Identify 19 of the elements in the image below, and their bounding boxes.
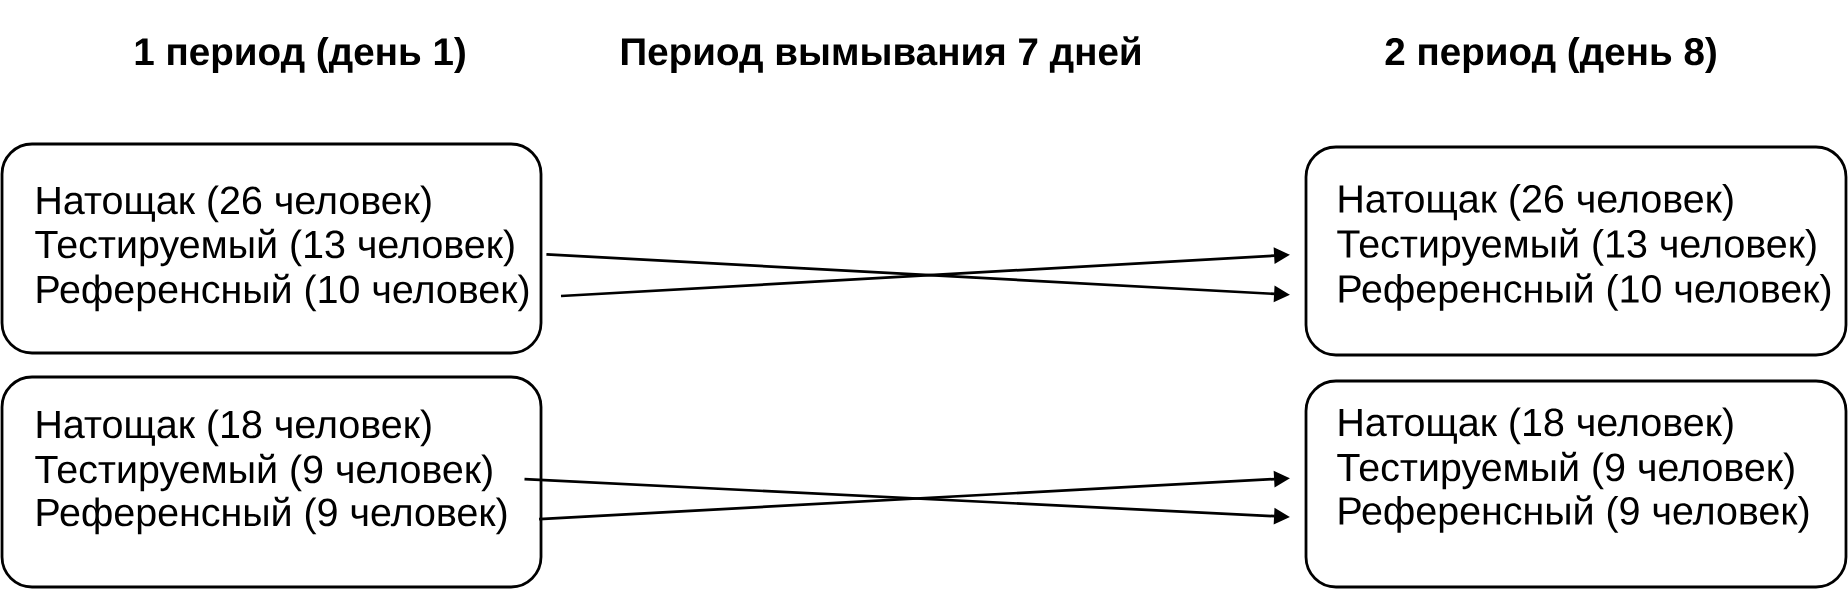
text-line: Натощак (18 человек) — [37, 409, 431, 447]
column-heading: Период вымывания 7 дней — [622, 36, 1140, 73]
column-heading: 1 период (день 1) — [135, 37, 465, 73]
rounded-box — [1304, 145, 1848, 357]
text-line: Референсный (10 человек) — [37, 273, 529, 312]
text-line: Тестируемый (9 человек) — [1337, 451, 1794, 490]
text-line: Референсный (9 человек) — [1339, 495, 1809, 533]
text-line: Референсный (10 человек) — [1339, 273, 1831, 311]
rounded-box — [0, 375, 543, 589]
rounded-box — [0, 142, 543, 355]
text-line: Тестируемый (13 человек) — [35, 228, 514, 267]
text-line: Натощак (26 человек) — [1339, 183, 1733, 221]
text-line: Натощак (26 человек) — [37, 185, 431, 223]
column-heading: 2 период (день 8) — [1385, 37, 1716, 73]
text-line: Натощак (18 человек) — [1339, 407, 1733, 445]
text-line: Тестируемый (9 человек) — [35, 453, 492, 492]
text-line: Тестируемый (13 человек) — [1337, 228, 1816, 266]
text-line: Референсный (9 человек) — [37, 496, 507, 535]
rounded-box — [1304, 379, 1848, 589]
